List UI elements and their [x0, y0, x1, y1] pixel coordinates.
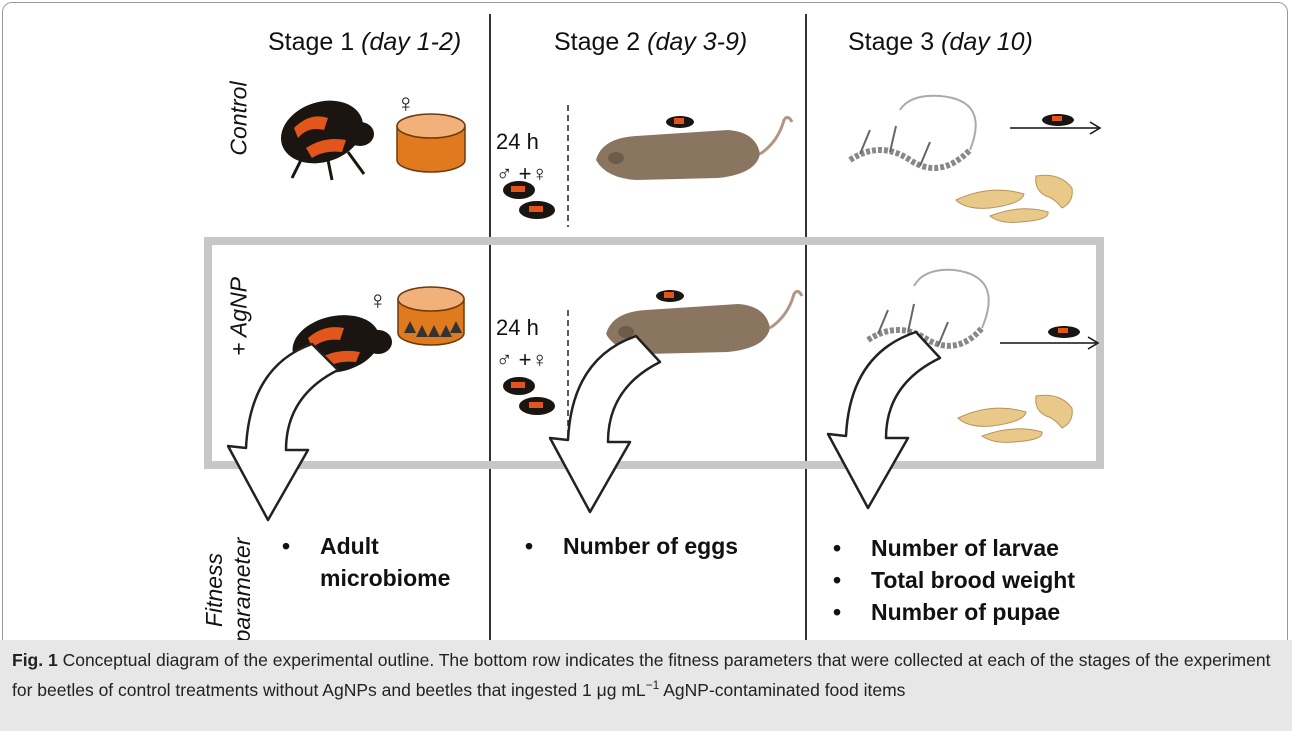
stage-1-header: Stage 1 (day 1-2)	[268, 28, 461, 57]
curved-arrow-stage-1	[220, 338, 380, 528]
curved-arrow-stage-3	[818, 326, 978, 516]
food-pellet-nanoparticles-icon	[396, 285, 466, 347]
direction-arrow	[1000, 326, 1100, 352]
list-item: •Adult microbiome	[282, 530, 482, 594]
caption-text: Conceptual diagram of the experimental o…	[12, 650, 1270, 700]
direction-arrow	[1010, 114, 1102, 138]
curved-arrow-stage-2	[540, 330, 700, 520]
fitness-params-stage-2: •Number of eggs	[525, 530, 795, 562]
caption-superscript: −1	[646, 678, 660, 692]
fitness-params-stage-1: •Adult microbiome	[282, 530, 482, 594]
fitness-params-stage-3: •Number of larvae •Total brood weight •N…	[833, 532, 1133, 628]
beetle-icon	[272, 82, 382, 182]
figure-caption: Fig. 1 Conceptual diagram of the experim…	[0, 640, 1292, 731]
stage-3-header: Stage 3 (day 10)	[848, 28, 1033, 57]
list-item: •Number of eggs	[525, 530, 795, 562]
larvae-icon	[950, 168, 1080, 226]
list-item: •Total brood weight	[833, 564, 1133, 596]
stage-2-header: Stage 2 (day 3-9)	[554, 28, 747, 57]
list-item: •Number of larvae	[833, 532, 1133, 564]
food-pellet-icon	[395, 112, 467, 174]
caption-text-end: AgNP-contaminated food items	[659, 680, 905, 700]
row-label-control: Control	[226, 74, 253, 164]
caption-label: Fig. 1	[12, 650, 58, 670]
female-symbol: ♀	[368, 285, 388, 316]
list-item: •Number of pupae	[833, 596, 1133, 628]
beetle-pair-icon	[497, 178, 563, 222]
mouse-carcass-icon	[588, 108, 800, 188]
